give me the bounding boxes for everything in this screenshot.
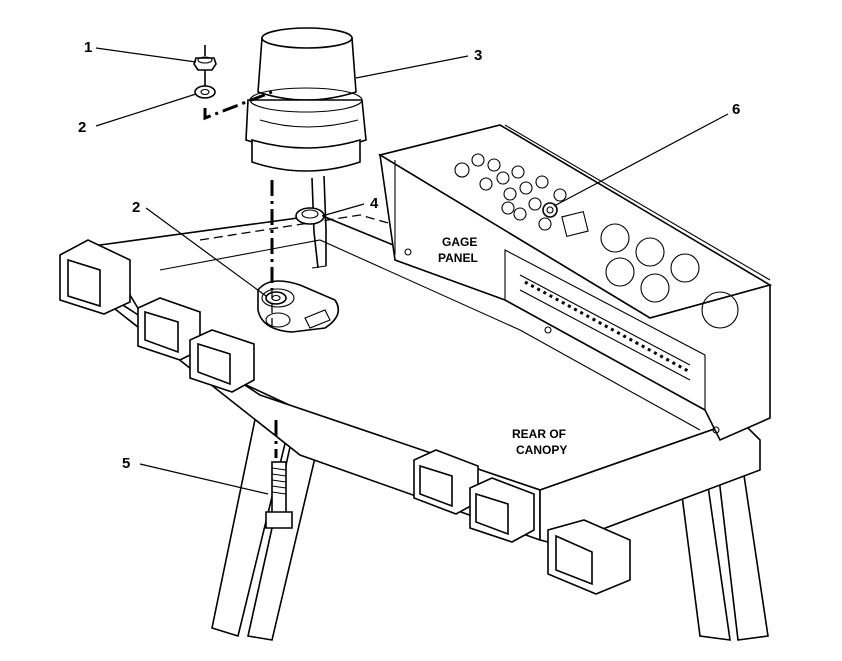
nut xyxy=(193,56,217,71)
gage-panel xyxy=(377,124,773,442)
gage-panel-label-line1: GAGE xyxy=(442,235,477,249)
callout-2-upper: 2 xyxy=(78,119,86,136)
grommet xyxy=(295,207,325,225)
assembly-centerlines xyxy=(203,90,278,458)
leader-lines xyxy=(95,47,729,495)
rear-of-canopy-label-line1: REAR OF xyxy=(512,427,566,441)
washer-upper xyxy=(194,85,216,99)
gage-panel-connector xyxy=(504,249,706,411)
clamp-rear-2 xyxy=(469,477,535,543)
clamp-left-front xyxy=(59,239,131,315)
area-labels: GAGE PANEL REAR OF CANOPY xyxy=(438,235,567,457)
gage-panel-top-holes xyxy=(454,153,567,231)
callout-3: 3 xyxy=(474,47,482,64)
clamp-rear-1 xyxy=(413,449,479,515)
callout-5: 5 xyxy=(122,455,130,472)
gage-panel-fastener-6 xyxy=(542,202,558,218)
gage-panel-label-line2: PANEL xyxy=(438,251,478,265)
beacon-light xyxy=(245,27,367,269)
callout-1: 1 xyxy=(84,39,92,56)
rear-of-canopy-label-line2: CANOPY xyxy=(516,443,567,457)
clamp-front-1 xyxy=(137,297,201,361)
callout-4: 4 xyxy=(370,195,379,212)
clamp-right xyxy=(547,519,631,595)
callout-2-lower: 2 xyxy=(132,199,140,216)
clamp-front-2 xyxy=(189,329,255,393)
bolt xyxy=(265,461,293,529)
callout-labels: 1 2 3 2 4 5 6 xyxy=(78,39,740,472)
callout-6: 6 xyxy=(732,101,740,118)
washer-lower xyxy=(265,291,287,305)
gage-panel-gauges xyxy=(600,223,739,329)
